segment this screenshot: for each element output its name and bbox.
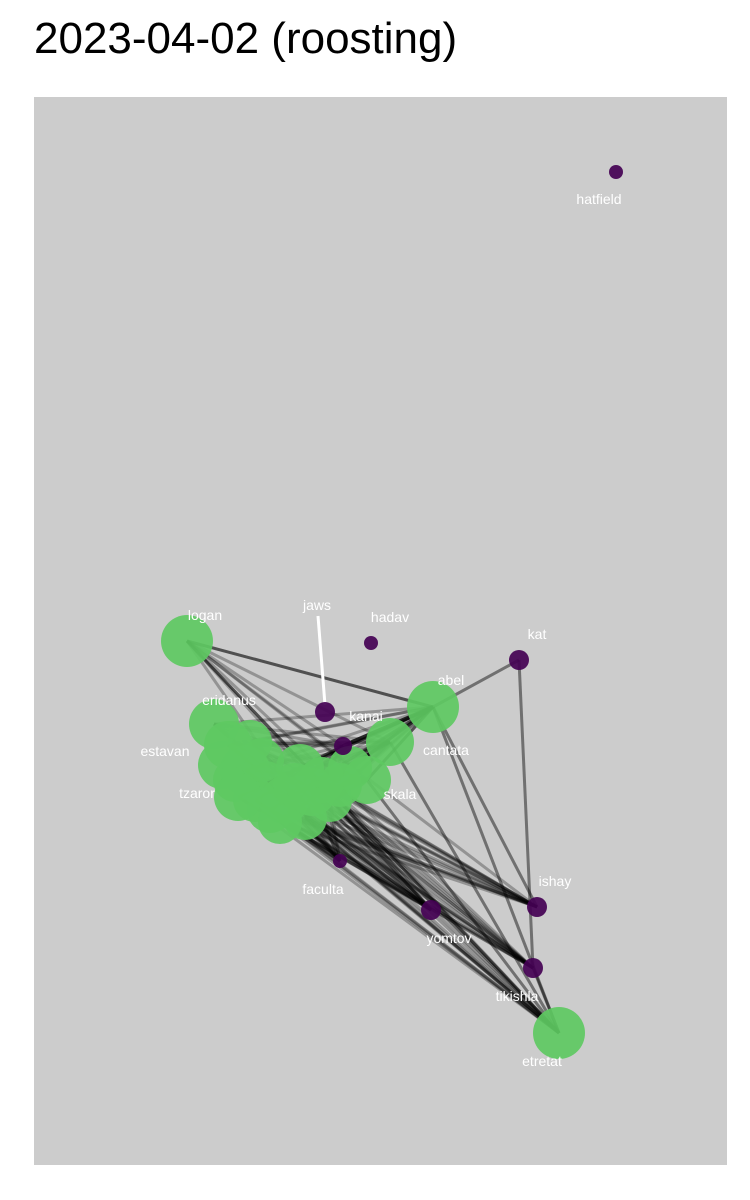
node-label-hatfield: hatfield [576, 191, 621, 207]
edge-ishay [279, 820, 538, 909]
node-skala[interactable] [343, 756, 391, 804]
node-label-ishay: ishay [539, 873, 572, 889]
node-kanai[interactable] [334, 737, 352, 755]
edge-logan-etretat [185, 639, 561, 1035]
node-label-skala: skala [384, 786, 417, 802]
node-cantata[interactable] [366, 718, 414, 766]
node-label-cantata: cantata [423, 742, 469, 758]
edge-tikishla [279, 820, 534, 970]
edge-tikishla [284, 798, 534, 970]
edge-cantata [186, 639, 391, 744]
node-label-tikishla: tikishla [496, 988, 539, 1004]
edge-tikishla [321, 778, 534, 970]
node-tikishla[interactable] [523, 958, 543, 978]
node-label-yomtov: yomtov [426, 930, 471, 946]
edge-kat-tikishla [517, 659, 535, 969]
edge-ishay [329, 798, 538, 909]
node-label-logan: logan [188, 607, 222, 623]
edge-etretat [279, 820, 560, 1035]
edge-tikishla [185, 639, 535, 970]
node-label-abel: abel [438, 672, 464, 688]
node-label-jaws: jaws [302, 597, 331, 613]
edge-abel [249, 705, 434, 744]
node-label-tzaror: tzaror [179, 785, 215, 801]
node-label-eridanus: eridanus [202, 692, 256, 708]
edge-etretat [185, 639, 561, 1035]
edge-etretat [320, 778, 561, 1035]
edge-cantata-etretat [388, 741, 561, 1034]
edge-skala-etretat [365, 779, 561, 1034]
node-label-kanai: kanai [349, 708, 382, 724]
label-layer: hatfield hadav jaws kat kanai ishay faculta yom… [140, 191, 621, 1069]
cluster-node[interactable] [258, 800, 302, 844]
node-etretat[interactable] [533, 1007, 585, 1059]
edge-abel-etretat [431, 706, 561, 1034]
node-label-faculta: faculta [302, 881, 343, 897]
edge-abel-ishay [431, 706, 539, 908]
edge-etretat [328, 798, 561, 1035]
edge-tikishla [329, 798, 534, 970]
node-jaws[interactable] [315, 702, 335, 722]
plot-panel [34, 97, 727, 1165]
edge-etretat [284, 798, 560, 1035]
node-layer [161, 165, 623, 1059]
node-tzaror[interactable] [214, 773, 262, 821]
edge-abel [186, 639, 434, 709]
edge-etretat [304, 816, 560, 1035]
node-label-etretat: etretat [522, 1053, 562, 1069]
node-label-estavan: estavan [140, 743, 189, 759]
node-logan[interactable] [161, 615, 213, 667]
edge-ishay [311, 790, 538, 909]
edge-etretat [269, 808, 560, 1035]
edge-tikishla [304, 816, 534, 970]
node-estavan[interactable] [204, 721, 252, 769]
node-label-kat: kat [528, 626, 547, 642]
edge-yomtov [328, 798, 433, 912]
jaws-label-connector [316, 615, 327, 706]
node-faculta[interactable] [333, 854, 347, 868]
node-ishay[interactable] [527, 897, 547, 917]
node-label-hadav: hadav [371, 609, 409, 625]
edge-ishay [304, 816, 538, 909]
cluster-node[interactable] [273, 763, 317, 807]
node-kat[interactable] [509, 650, 529, 670]
node-yomtov[interactable] [421, 900, 441, 920]
chart-title: 2023-04-02 (roosting) [34, 14, 458, 63]
node-hatfield[interactable] [609, 165, 623, 179]
edge-kanai [186, 639, 344, 748]
node-abel[interactable] [407, 681, 459, 733]
edge-yomtov [304, 816, 432, 912]
edge-tikishla [311, 790, 534, 970]
edge-logan-abel [186, 639, 434, 709]
node-hadav[interactable] [364, 636, 378, 650]
